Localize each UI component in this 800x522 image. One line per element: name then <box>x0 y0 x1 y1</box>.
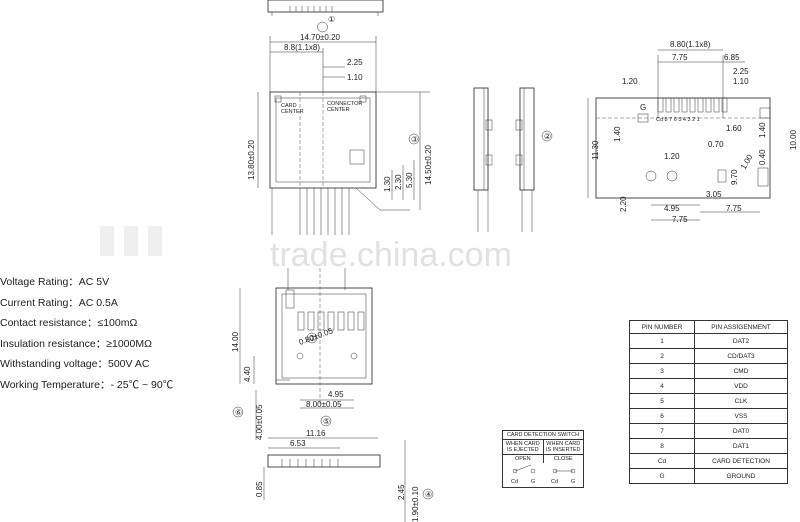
detection-ejected-label: WHEN CARD IS EJECTED <box>503 440 544 454</box>
svg-text:1.10: 1.10 <box>733 77 749 86</box>
svg-text:8.80(1.1x8): 8.80(1.1x8) <box>670 40 711 49</box>
svg-text:11.16: 11.16 <box>306 429 326 438</box>
side-view-left <box>473 87 493 232</box>
svg-text:14.00: 14.00 <box>231 331 240 352</box>
svg-text:G: G <box>531 479 535 485</box>
callout-2: ② <box>544 132 551 141</box>
svg-text:1.30: 1.30 <box>383 176 392 192</box>
svg-text:7.75: 7.75 <box>672 53 688 62</box>
svg-text:1.40: 1.40 <box>758 122 767 138</box>
svg-text:0.85: 0.85 <box>255 481 264 497</box>
dim-height-left: 13.80±0.20 <box>247 139 256 180</box>
svg-text:0.40: 0.40 <box>758 149 767 165</box>
svg-text:10.00: 10.00 <box>789 129 798 150</box>
svg-text:0.70: 0.70 <box>708 140 724 149</box>
svg-text:2.25: 2.25 <box>733 67 749 76</box>
dim-pitch: 8.8(1.1x8) <box>284 43 320 52</box>
spec-current: Current Rating：AC 0.5A <box>0 296 118 309</box>
svg-text:1.20: 1.20 <box>664 152 680 161</box>
watermark-text: trade.china.com <box>270 236 512 274</box>
bottom-view: 14.00 4.40 4.00±0.05 0.80±0.05 4.95 8.00… <box>231 268 373 440</box>
spec-withstanding-voltage: Withstanding voltage：500V AC <box>0 358 150 370</box>
callout-5: ⑤ <box>323 417 330 426</box>
dim-width: 14.70±0.20 <box>300 33 341 42</box>
pin-number-header: PIN NUMBER <box>629 320 695 334</box>
svg-text:4.95: 4.95 <box>328 390 344 399</box>
svg-text:G: G <box>571 479 575 485</box>
pin-assignment-header: PIN ASSIGENMENT <box>694 320 788 334</box>
svg-text:6.85: 6.85 <box>724 53 740 62</box>
bottom-side-profile: 11.16 6.53 0.85 2.45 1.90±0.10 ④ <box>255 429 434 522</box>
svg-text:3.05: 3.05 <box>706 190 722 199</box>
callout-6: ⑥ <box>235 408 242 417</box>
top-side-profile <box>267 0 384 16</box>
svg-text:5.30: 5.30 <box>405 172 414 188</box>
svg-text:4.00±0.05: 4.00±0.05 <box>255 404 264 440</box>
bottom-contacts <box>297 311 365 331</box>
electrical-specs: Voltage Rating：AC 5V Current Rating：AC 0… <box>0 272 230 395</box>
footprint-pads <box>657 97 728 113</box>
svg-text:4.40: 4.40 <box>243 366 252 382</box>
svg-text:2.30: 2.30 <box>394 174 403 190</box>
detection-inserted-label: WHEN CARD IS INSERTED <box>546 441 581 453</box>
callout-1: ① <box>328 15 335 24</box>
svg-text:1.90±0.10: 1.90±0.10 <box>411 486 420 522</box>
svg-text:1.40: 1.40 <box>613 126 622 142</box>
footprint-pin-labels: Cd 8 7 6 5 4 3 2 1 <box>656 117 700 123</box>
svg-text:2.25: 2.25 <box>347 58 363 67</box>
svg-text:1.20: 1.20 <box>622 77 638 86</box>
svg-text:7.75: 7.75 <box>672 215 688 224</box>
detection-switch-symbols: Cd G Cd G <box>511 464 575 485</box>
svg-text:2.45: 2.45 <box>397 484 406 500</box>
svg-text:8.00±0.05: 8.00±0.05 <box>306 400 342 409</box>
svg-text:11.30: 11.30 <box>591 140 600 160</box>
svg-text:6.53: 6.53 <box>290 439 306 448</box>
svg-text:1.00: 1.00 <box>739 153 755 171</box>
callout-4: ④ <box>425 490 432 499</box>
svg-text:2.20: 2.20 <box>619 196 628 212</box>
detection-open-state: OPEN <box>503 455 544 463</box>
dim-height-right: 14.50±0.20 <box>424 144 433 185</box>
svg-text:1.60: 1.60 <box>726 124 742 133</box>
svg-text:Cd: Cd <box>551 479 558 485</box>
detection-close-state: CLOSE <box>553 456 573 462</box>
svg-text:4.95: 4.95 <box>664 204 680 213</box>
spec-voltage: Voltage Rating：AC 5V <box>0 276 110 288</box>
card-detection-switch: CARD DETECTION SWITCH WHEN CARD IS EJECT… <box>502 430 584 488</box>
watermark-blocks <box>100 226 172 261</box>
svg-text:7.75: 7.75 <box>726 204 742 213</box>
detection-switch-title: CARD DETECTION SWITCH <box>503 431 583 440</box>
side-view-right: ② <box>515 87 553 232</box>
callout-7: ⑦ <box>309 334 316 343</box>
svg-text:9.70: 9.70 <box>730 169 739 185</box>
spec-contact-resistance: Contact resistance：≤100mΩ <box>0 317 138 329</box>
svg-text:G: G <box>640 103 646 112</box>
spec-insulation-resistance: Insulation resistance：≥1000MΩ <box>0 337 152 350</box>
callout-3: ③ <box>411 135 418 144</box>
spec-working-temperature: Working Temperature：- 25℃ ~ 90℃ <box>0 378 174 391</box>
svg-text:Cd: Cd <box>511 479 518 485</box>
pcb-footprint: 8.80(1.1x8) 7.75 6.85 1.20 2.25 1.10 Cd … <box>587 40 798 224</box>
svg-text:1.10: 1.10 <box>347 73 363 82</box>
